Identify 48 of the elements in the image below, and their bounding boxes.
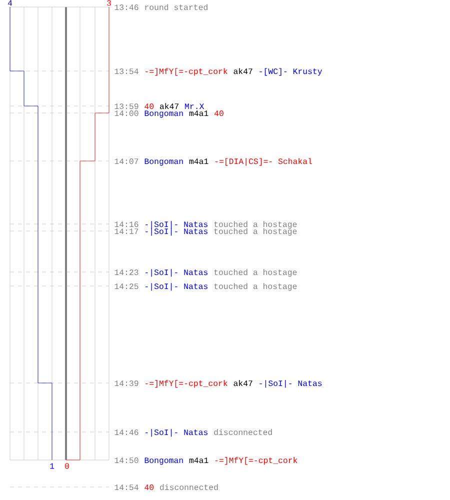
score-count: 4	[8, 0, 12, 6]
timestamp: 14:17	[114, 228, 138, 234]
player-name: 40	[144, 484, 154, 490]
player-name: -=]MfY[=-cpt_cork	[146, 380, 228, 388]
timestamp: 14:16	[114, 222, 138, 228]
timestamp: 14:23	[114, 270, 138, 276]
player-name: -|SoI|- Natas	[260, 380, 322, 388]
weapon-name: m4a1	[189, 158, 208, 164]
player-name: Mr.X	[185, 104, 204, 109]
event-text: touched a hostage	[214, 221, 297, 229]
timestamp: 13:54	[114, 68, 138, 74]
timestamp: 14:46	[114, 430, 138, 436]
player-name: -|SoI|- Natas	[146, 429, 208, 437]
timestamp: 14:25	[114, 284, 138, 290]
timestamp: 13:46	[114, 4, 138, 10]
player-name: -=]MfY[=-cpt_cork	[215, 457, 298, 465]
score-count: 3	[107, 0, 111, 6]
timestamp: 14:07	[114, 158, 138, 164]
timestamp: 14:00	[114, 110, 138, 116]
player-name: Bongoman	[144, 158, 183, 166]
player-name: -|SoI|- Natas	[146, 269, 208, 277]
event-text: round started	[145, 4, 208, 10]
timestamp: 14:50	[114, 458, 138, 464]
player-name: Bongoman	[144, 458, 183, 465]
player-name: -=]MfY[=-cpt_cork	[146, 68, 228, 76]
player-name: -|SoI|- Natas	[146, 228, 208, 236]
event-text: touched a hostage	[214, 269, 297, 277]
player-name: Bongoman	[144, 110, 183, 118]
timestamp: 13:59	[114, 104, 138, 110]
event-text: touched a hostage	[214, 228, 297, 236]
player-name: 40	[214, 110, 224, 116]
weapon-name: m4a1	[189, 458, 208, 464]
event-text: touched a hostage	[214, 283, 297, 291]
player-name: 40	[144, 104, 154, 110]
weapon-name: ak47	[234, 68, 252, 74]
weapon-name: ak47	[160, 103, 178, 110]
event-text: disconnected	[160, 484, 218, 490]
player-name: -|SoI|- Natas	[146, 283, 208, 291]
weapon-name: ak47	[234, 380, 252, 386]
player-name: -=[DIA|CS]=- Schakal	[215, 158, 312, 166]
player-name: -[WC]- Krusty	[260, 68, 322, 76]
timestamp: 14:54	[114, 484, 138, 490]
score-count: 1	[50, 463, 54, 469]
timestamp: 14:39	[114, 380, 138, 386]
score-count: 0	[65, 463, 69, 469]
player-name: -|SoI|- Natas	[146, 221, 208, 229]
event-text: disconnected	[214, 429, 272, 436]
weapon-name: m4a1	[189, 110, 208, 116]
